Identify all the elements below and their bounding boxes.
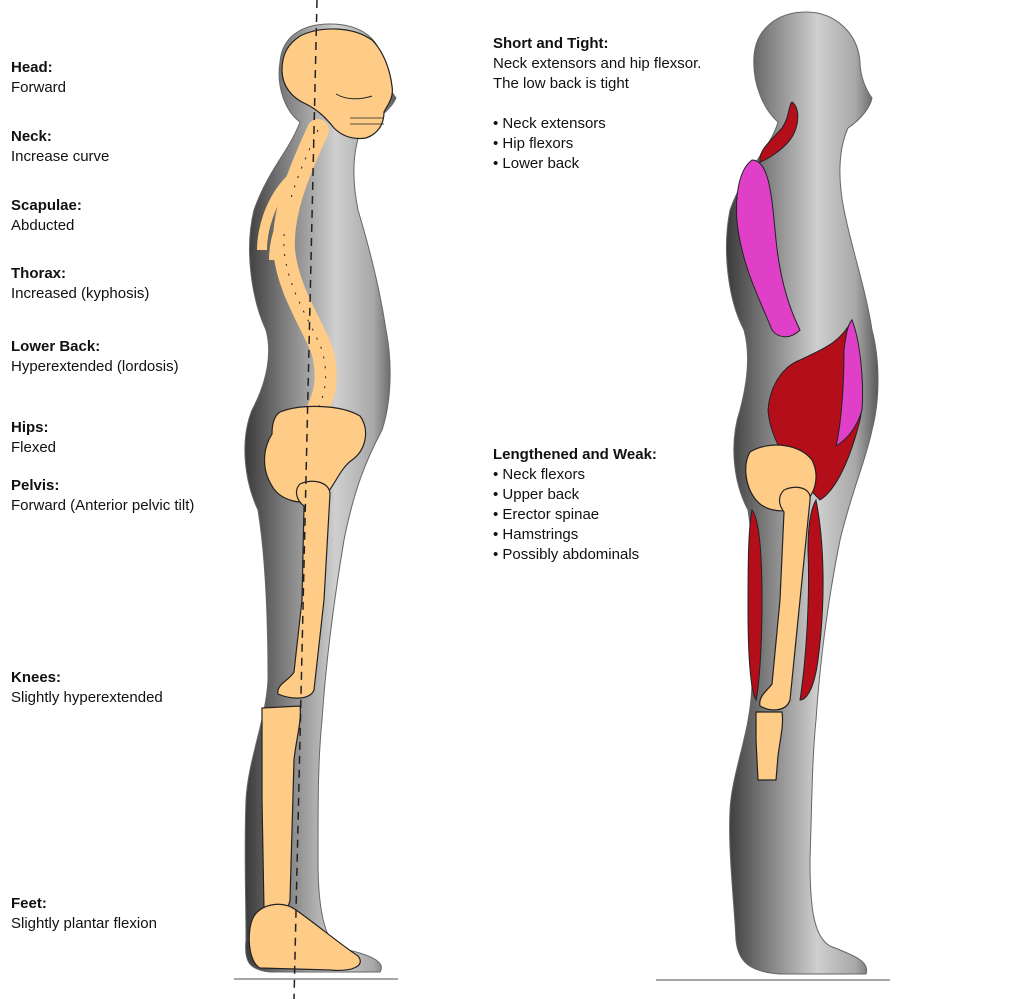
label-thorax: Thorax: Increased (kyphosis) bbox=[11, 264, 149, 304]
label-neck: Neck: Increase curve bbox=[11, 127, 109, 167]
lengthened-weak-item: • Upper back bbox=[493, 486, 580, 503]
lengthened-weak-section: Lengthened and Weak: • Neck flexors • Up… bbox=[493, 445, 657, 565]
label-hips: Hips: Flexed bbox=[11, 418, 56, 458]
short-tight-title: Short and Tight: bbox=[493, 35, 609, 52]
label-value: Increase curve bbox=[11, 148, 110, 165]
label-title: Scapulae: bbox=[11, 197, 82, 214]
upper-back-muscle bbox=[736, 159, 801, 338]
hamstring-muscle bbox=[747, 508, 763, 702]
skull bbox=[281, 28, 393, 140]
label-value: Abducted bbox=[11, 217, 75, 234]
short-tight-item: • Lower back bbox=[493, 155, 580, 172]
short-tight-section: Short and Tight: Neck extensors and hip … bbox=[493, 34, 701, 174]
label-scapulae: Scapulae: Abducted bbox=[11, 196, 82, 236]
lengthened-weak-item: • Hamstrings bbox=[493, 526, 579, 543]
hip-flexor-muscle bbox=[799, 498, 824, 701]
label-title: Pelvis: bbox=[11, 477, 60, 494]
right-tibia bbox=[755, 711, 784, 781]
label-title: Thorax: bbox=[11, 265, 67, 282]
label-feet: Feet: Slightly plantar flexion bbox=[11, 894, 157, 934]
label-head: Head: Forward bbox=[11, 58, 66, 98]
label-value: Slightly hyperextended bbox=[11, 689, 163, 706]
lengthened-weak-title: Lengthened and Weak: bbox=[493, 446, 657, 463]
short-tight-desc: Neck extensors and hip flexsor. bbox=[493, 55, 702, 72]
plumb-line bbox=[293, 0, 318, 999]
spine bbox=[272, 119, 337, 431]
label-value: Hyperextended (lordosis) bbox=[11, 358, 179, 375]
short-tight-item: • Hip flexors bbox=[493, 135, 574, 152]
label-pelvis: Pelvis: Forward (Anterior pelvic tilt) bbox=[11, 476, 194, 516]
label-knees: Knees: Slightly hyperextended bbox=[11, 668, 163, 708]
right-femur bbox=[759, 486, 811, 711]
label-value: Forward (Anterior pelvic tilt) bbox=[11, 497, 195, 514]
label-title: Feet: bbox=[11, 895, 47, 912]
foot bbox=[248, 903, 361, 971]
label-value: Slightly plantar flexion bbox=[11, 915, 157, 932]
label-lower-back: Lower Back: Hyperextended (lordosis) bbox=[11, 337, 179, 377]
short-tight-item: • Neck extensors bbox=[493, 115, 606, 132]
label-value: Forward bbox=[11, 79, 67, 96]
lengthened-weak-item: • Possibly abdominals bbox=[493, 546, 640, 563]
lengthened-weak-item: • Erector spinae bbox=[493, 506, 600, 523]
label-title: Head: bbox=[11, 59, 53, 76]
label-title: Neck: bbox=[11, 128, 52, 145]
label-title: Knees: bbox=[11, 669, 62, 686]
label-title: Hips: bbox=[11, 419, 49, 436]
short-tight-desc: The low back is tight bbox=[493, 75, 629, 92]
abdominal-muscle bbox=[835, 319, 863, 448]
rib-cage bbox=[257, 176, 300, 261]
label-title: Lower Back: bbox=[11, 338, 101, 355]
lengthened-weak-item: • Neck flexors bbox=[493, 466, 585, 483]
label-value: Flexed bbox=[11, 439, 57, 456]
label-value: Increased (kyphosis) bbox=[11, 285, 150, 302]
neck-extensor-muscle bbox=[759, 101, 799, 163]
